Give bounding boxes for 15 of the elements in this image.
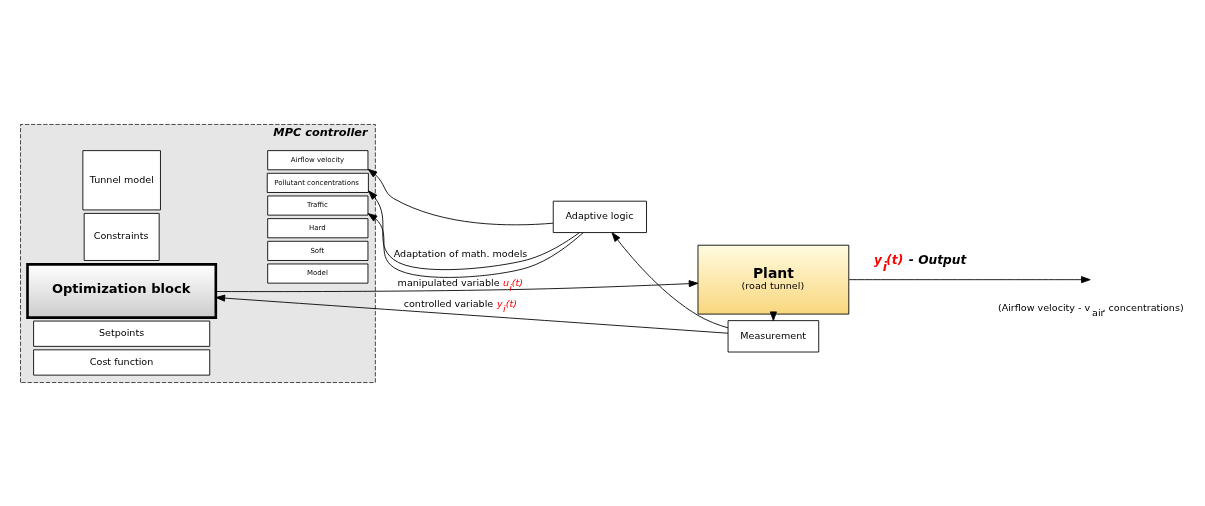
- arrow: [367, 168, 554, 225]
- arrow: [367, 212, 584, 278]
- node-box: Cost function: [33, 348, 211, 376]
- arrow: [611, 231, 729, 328]
- arrow: [368, 189, 580, 270]
- arrow: [848, 275, 1091, 283]
- arrow: [215, 279, 699, 292]
- node-box: Adaptive logic: [552, 200, 647, 233]
- node-box: Measurement: [727, 319, 820, 352]
- arrow: [215, 294, 729, 334]
- node-box: Constraints: [83, 212, 160, 261]
- node-box: Tunnel model: [82, 149, 161, 210]
- node-box: Optimization block: [26, 262, 218, 319]
- node-box: Setpoints: [33, 320, 211, 347]
- edge-label: Adaptation of math. models: [393, 247, 528, 259]
